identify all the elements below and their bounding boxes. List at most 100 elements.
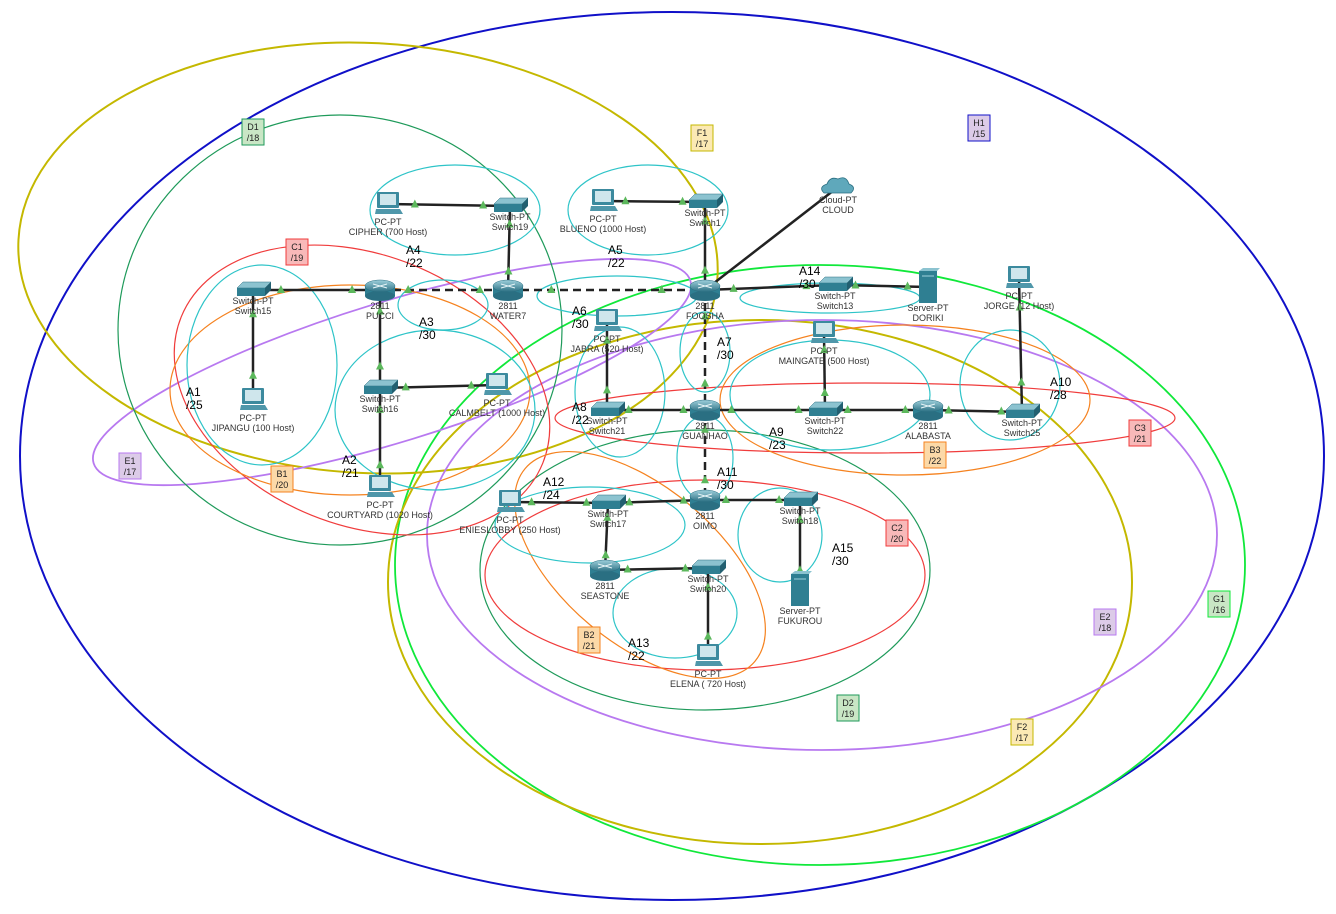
device-type-label: Switch-PT <box>814 291 856 301</box>
link-switch25-jorge[interactable] <box>1017 277 1024 413</box>
port-up-indicator <box>679 405 688 413</box>
cloud-icon <box>821 177 854 194</box>
link-switch17-enieslobby[interactable] <box>509 500 609 505</box>
device-type-label: Switch-PT <box>1001 418 1043 428</box>
link-seastone-switch20[interactable] <box>604 566 709 572</box>
link-switch1-blueno[interactable] <box>602 199 706 204</box>
area-boundary-e1 <box>92 257 692 487</box>
summary-badge-b2: B2/21 <box>577 626 601 654</box>
summary-badge-d2: D2/19 <box>836 694 860 722</box>
device-name-label: MAINGATE (500 Host) <box>779 356 870 366</box>
device-type-label: PC-PT <box>695 669 723 679</box>
server-icon <box>791 571 812 606</box>
area-boundary-c1 <box>173 244 551 536</box>
port-up-indicator <box>376 404 384 413</box>
device-name-label: BLUENO (1000 Host) <box>560 224 647 234</box>
subnet-label-a4: A4/22 <box>406 243 423 270</box>
summary-prefix: /21 <box>583 641 596 651</box>
area-boundary-h1 <box>19 11 1325 901</box>
port-up-indicator <box>504 266 513 275</box>
port-up-indicator <box>701 311 709 320</box>
port-up-indicator <box>603 385 611 394</box>
device-type-label: Switch-PT <box>779 506 821 516</box>
device-name-label: Switch17 <box>590 519 627 529</box>
area-boundary-a3 <box>397 279 489 331</box>
summary-badge-e1: E1/17 <box>118 452 142 480</box>
port-up-indicator <box>603 512 612 521</box>
device-type-label: Switch-PT <box>687 574 729 584</box>
subnet-labels: A1/25A2/21A3/30A4/22A5/22A6/30A7/30A8/22… <box>118 114 1231 746</box>
device-type-label: Server-PT <box>907 303 949 313</box>
subnet-id: A9 <box>769 425 784 439</box>
port-up-indicator <box>623 564 632 573</box>
summary-prefix: /15 <box>973 129 986 139</box>
subnet-id: A5 <box>608 243 623 257</box>
link-switch16-calmbelt[interactable] <box>379 383 498 390</box>
port-up-indicator <box>796 514 804 523</box>
subnet-id: A15 <box>832 541 854 555</box>
link-foosha-cloud[interactable] <box>704 186 839 291</box>
subnet-label-a3: A3/30 <box>419 315 436 342</box>
link-switch22-maingate[interactable] <box>822 332 827 411</box>
area-boundary-f1 <box>17 41 719 475</box>
summary-id: B1 <box>276 469 287 479</box>
port-up-indicator <box>376 460 384 469</box>
link-foosha-switch13[interactable] <box>704 283 836 292</box>
port-up-indicator <box>704 582 712 591</box>
summary-prefix: /20 <box>891 534 904 544</box>
switch-icon <box>590 401 626 416</box>
subnet-label-a1: A1/25 <box>186 385 203 412</box>
port-up-indicator <box>721 495 730 503</box>
port-up-indicator <box>701 216 709 225</box>
device-name-label: Switch21 <box>589 426 626 436</box>
area-boundary-a12 <box>494 486 686 564</box>
device-name-label: Switch22 <box>807 426 844 436</box>
device-type-label: 2811 <box>695 301 714 311</box>
device-name-label: ALABASTA <box>905 431 951 441</box>
summary-badge-f2: F2/17 <box>1010 718 1034 746</box>
summary-prefix: /19 <box>842 709 855 719</box>
link-switch19-cipher[interactable] <box>387 202 511 208</box>
subnet-prefix: /30 <box>799 277 816 291</box>
links-layer <box>251 186 1024 656</box>
subnet-prefix: /22 <box>628 649 645 663</box>
port-up-indicator <box>527 497 536 506</box>
summary-badge-c3: C3/21 <box>1128 419 1152 447</box>
subnet-label-a13: A13/22 <box>628 636 650 663</box>
area-boundary-a15 <box>737 487 823 583</box>
device-type-label: Switch-PT <box>489 212 531 222</box>
subnet-label-a10: A10/28 <box>1050 375 1072 402</box>
